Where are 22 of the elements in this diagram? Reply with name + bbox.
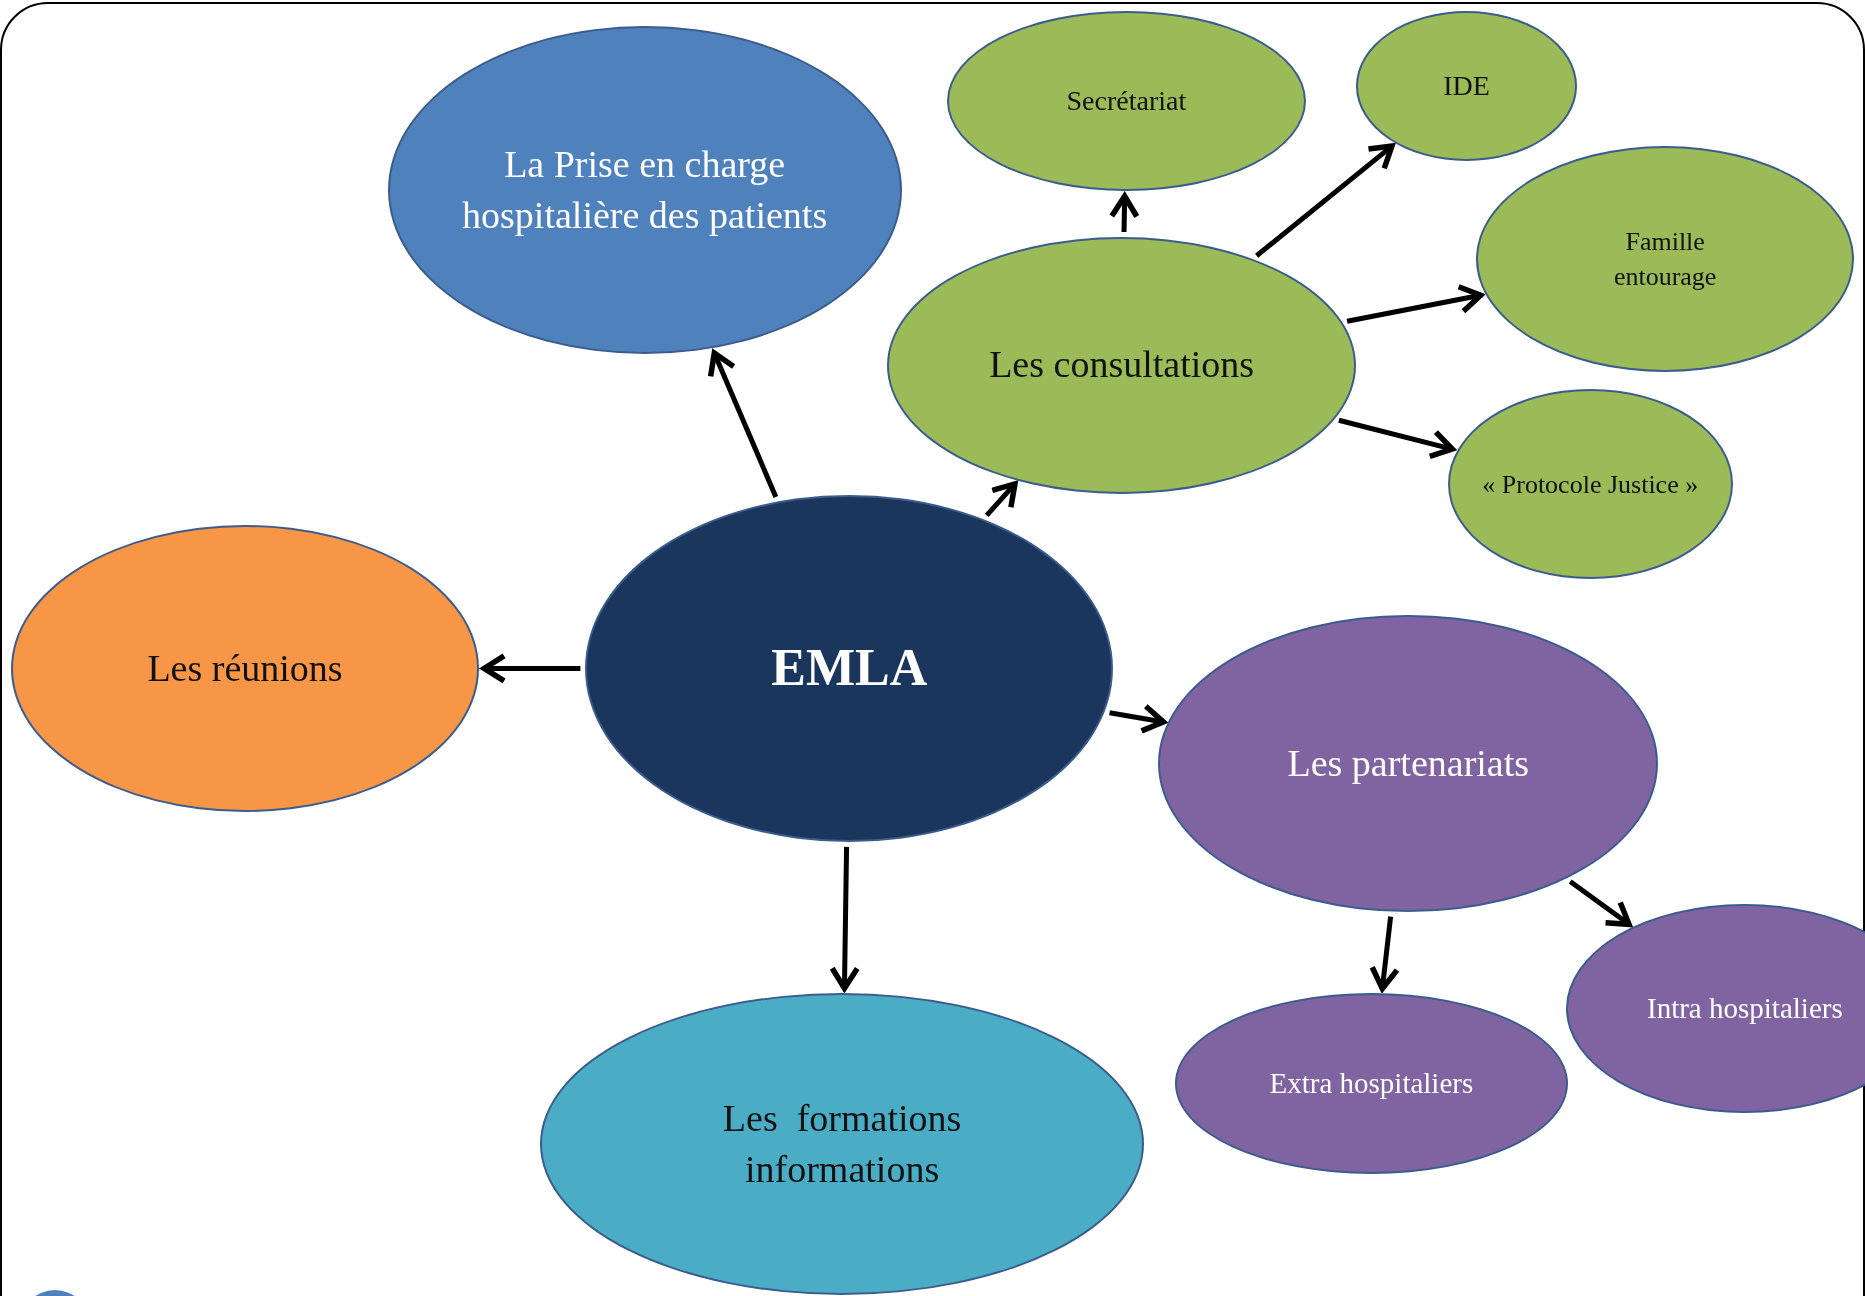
node-label: Les réunions [147, 645, 343, 691]
arrow [1338, 417, 1455, 459]
node-label: IDE [1443, 68, 1490, 103]
node-label: Les partenariats [1287, 740, 1530, 786]
arrow [829, 846, 860, 992]
arrow [1346, 284, 1484, 324]
node-label: Famille entourage [1612, 226, 1718, 294]
node-label: « Protocole Justice » [1482, 468, 1699, 501]
arrow [1255, 143, 1395, 258]
arrow [1109, 703, 1167, 734]
node-label: Les formations informations [721, 1095, 963, 1193]
node-label: La Prise en charge hospitalière des patients [461, 142, 829, 239]
node-label: Intra hospitaliers [1647, 991, 1843, 1027]
node-label: Les consultations [989, 342, 1255, 388]
arrow [481, 653, 581, 684]
node-label: Secrétariat [1066, 84, 1187, 119]
node-label: EMLA [771, 638, 928, 699]
arrow [1568, 879, 1632, 928]
arrow [984, 481, 1018, 518]
arrow [1109, 193, 1140, 232]
node-label: Extra hospitaliers [1269, 1065, 1474, 1101]
arrow [1369, 916, 1400, 992]
